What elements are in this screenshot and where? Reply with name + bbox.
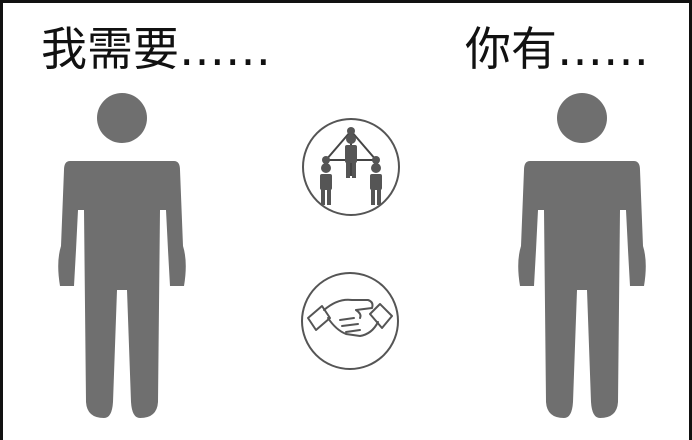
need-heading: 我需要…… [41,22,271,76]
left-person-icon [58,93,186,418]
handshake-icon [301,272,399,370]
right-person-icon [518,93,646,418]
have-heading: 你有…… [465,22,649,76]
people-network-icon [302,118,400,216]
